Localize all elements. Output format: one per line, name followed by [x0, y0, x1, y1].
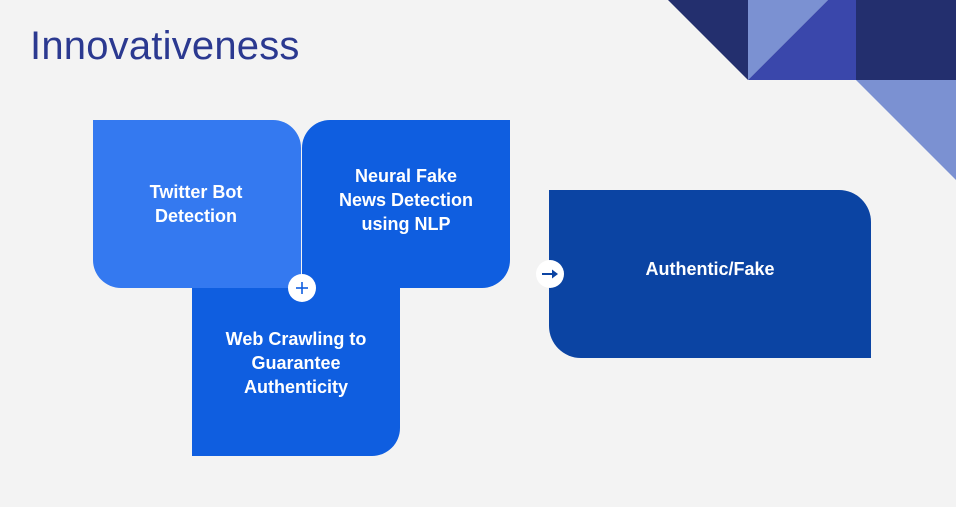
deco-triangle-periwinkle-bottom	[856, 80, 956, 180]
neural-fake-news-box: Neural Fake News Detection using NLP	[302, 120, 510, 288]
authentic-fake-output-box: Authentic/Fake	[549, 190, 871, 358]
web-crawling-label: Web Crawling to Guarantee Authenticity	[225, 329, 367, 397]
authentic-fake-label: Authentic/Fake	[645, 259, 775, 279]
arrow-right-icon	[536, 260, 564, 288]
plus-icon	[288, 274, 316, 302]
web-crawling-box: Web Crawling to Guarantee Authenticity	[192, 288, 400, 456]
twitter-bot-detection-box: Twitter Bot Detection	[93, 120, 301, 288]
deco-block-navy-right	[856, 0, 956, 80]
deco-triangle-periwinkle-top	[748, 0, 828, 80]
neural-fake-news-label: Neural Fake News Detection using NLP	[338, 166, 474, 234]
twitter-bot-detection-label: Twitter Bot Detection	[149, 182, 243, 226]
slide-title: Innovativeness	[30, 24, 300, 68]
deco-triangle-indigo	[748, 0, 856, 80]
deco-triangle-navy-left	[668, 0, 748, 80]
